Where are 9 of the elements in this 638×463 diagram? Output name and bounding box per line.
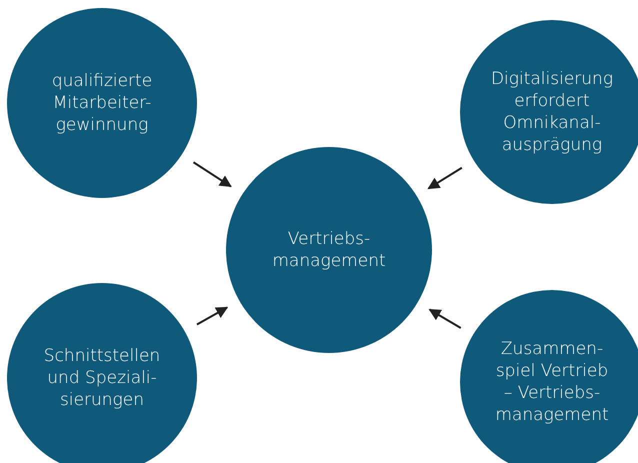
arrow xyxy=(196,306,228,326)
node-label: Zusammen- spiel Vertrieb – Vertriebs- management xyxy=(494,338,610,426)
arrow xyxy=(427,166,462,190)
arrow xyxy=(428,308,462,329)
node-label: Schnittstellen und Speziali- sierungen xyxy=(42,344,162,412)
node-label: qualifizierte Mitarbeiter- gewinnung xyxy=(50,70,154,136)
arrow xyxy=(192,161,232,188)
node-label: Vertriebs- management xyxy=(271,228,387,272)
node-label: Digitalisierung erfordert Omnikanal- ausprägung xyxy=(490,68,614,156)
